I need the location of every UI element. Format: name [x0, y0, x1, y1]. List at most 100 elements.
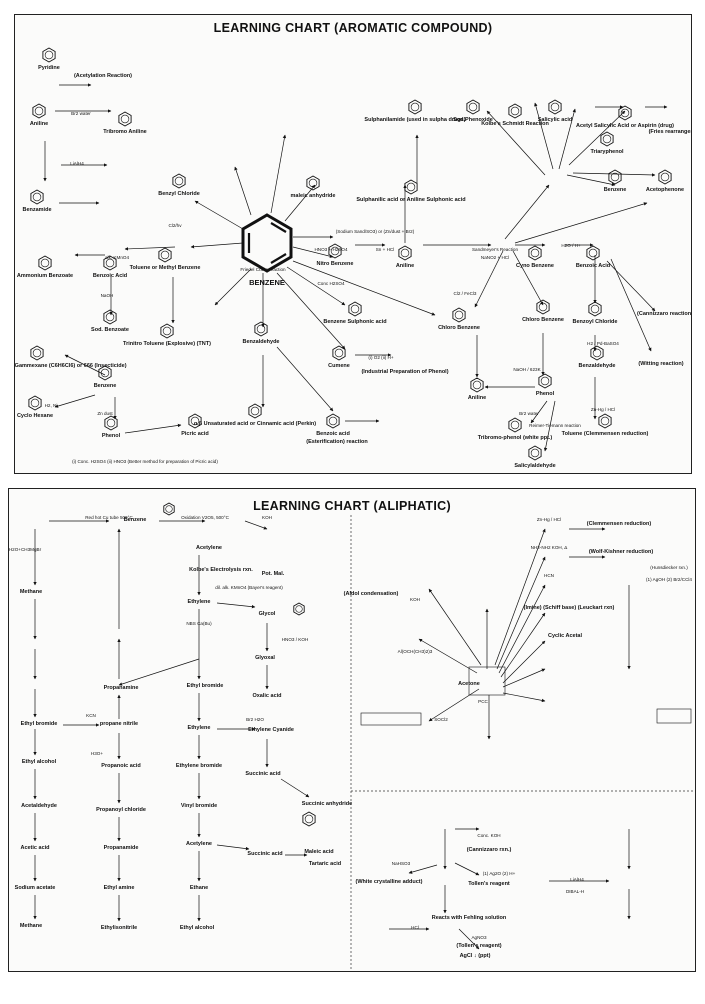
aromatic-ring-42 [466, 99, 480, 115]
aromatic-compound-label-28: Cyno Benzene [516, 263, 554, 269]
aromatic-ring-10 [160, 323, 174, 339]
aromatic-ring-43 [508, 103, 522, 119]
aromatic-compound-label-45: Benzene [604, 187, 627, 193]
aliphatic-reagent-label-20: LiAlH4 [570, 877, 584, 882]
aliphatic-reagent-label-11: NH2-NH2 KOH, Δ [531, 545, 568, 550]
aromatic-ring-7 [158, 247, 172, 263]
aliphatic-succinic-anhydride-ring [302, 811, 316, 827]
aromatic-ring-21 [328, 243, 342, 259]
aromatic-ring-38 [528, 445, 542, 461]
aromatic-ring-5-inner [105, 258, 115, 268]
aliphatic-chart-title: LEARNING CHART (ALIPHATIC) [9, 499, 695, 513]
aliphatic-compound-label-41: (Cannizzaro rxn.) [467, 847, 512, 853]
aromatic-compound-label-35: Aniline [468, 395, 486, 401]
aromatic-ring-22 [348, 301, 362, 317]
aromatic-ring-8-inner [105, 312, 115, 322]
aliphatic-compound-label-19: Acetaldehyde [21, 803, 57, 809]
aliphatic-reagent-label-24: (1) AgOH (2) Br2/CCl4 [646, 577, 692, 582]
aromatic-ring-37 [598, 413, 612, 429]
aromatic-compound-label-11: Benzene [94, 383, 117, 389]
aromatic-compound-label-20: maleic anhydride [291, 193, 336, 199]
aromatic-ring-34-inner [540, 376, 550, 386]
aromatic-compound-label-34: Phenol [536, 391, 555, 397]
aliphatic-compound-label-31: Ethane [190, 885, 208, 891]
aromatic-reaction-scheme: BENZENE [15, 47, 691, 469]
aliphatic-compound-label-3: Pot. Mal. [262, 571, 285, 577]
aromatic-ring-36-inner [510, 420, 520, 430]
aromatic-ring-28 [528, 245, 542, 261]
aliphatic-compound-label-6: Glycol [259, 611, 276, 617]
aromatic-ring-6-inner [40, 258, 50, 268]
aromatic-ring-26 [404, 179, 418, 195]
aliphatic-reagent-label-0: Oxidation V2O5, 500°C [181, 515, 229, 520]
aromatic-reagent-label-5: LiAlH4 [70, 161, 84, 166]
aromatic-compound-label-8: Sod. Benzoate [91, 327, 129, 333]
aliphatic-compound-label-46: (White crystalline adduct) [356, 879, 423, 885]
aromatic-compound-label-17: Benzoic acid [316, 431, 350, 437]
aliphatic-compound-label-30: Ethyl amine [104, 885, 135, 891]
aromatic-ring-40 [618, 105, 632, 121]
aromatic-ring-15 [254, 321, 268, 337]
aliphatic-compound-label-5: Ethylene [188, 599, 211, 605]
aromatic-ring-36 [508, 417, 522, 433]
aromatic-compound-label-24: (Industrial Preparation of Phenol) [361, 369, 448, 375]
aliphatic-compound-label-10: Propanamine [104, 685, 139, 691]
aliphatic-compound-label-36: (Clemmensen reduction) [587, 521, 652, 527]
aliphatic-compound-label-21: Vinyl bromide [181, 803, 217, 809]
aliphatic-compound-label-12: propane nitrile [100, 721, 138, 727]
aromatic-compound-label-42: Sod.Phenoxide [453, 117, 493, 123]
aromatic-ring-27-inner [400, 248, 410, 258]
aromatic-compound-label-33: Benzaldehyde [579, 363, 616, 369]
aromatic-ring-44-inner [602, 134, 612, 144]
aromatic-ring-23-inner [334, 348, 344, 358]
aromatic-ring-33-inner [592, 348, 602, 358]
aliphatic-compound-label-29: Sodium acetate [15, 885, 56, 891]
aromatic-reagent-label-18: NaOH / 623K [513, 367, 541, 372]
aromatic-compound-label-26: Sulphanilic acid or Aniline Sulphonic ac… [356, 197, 465, 203]
aromatic-compound-label-13: Phenol [102, 433, 121, 439]
aromatic-ring-11-inner [100, 368, 110, 378]
aromatic-compound-label-25: Sulphanilamide (used in sulpha drugs) [364, 117, 465, 123]
aromatic-ring-46-inner [660, 172, 670, 182]
aromatic-ring-32 [588, 301, 602, 317]
aliphatic-compound-label-2: Kolbe's Electrolysis rxn. [189, 567, 253, 573]
aromatic-compound-label-12: Cyclo Hexane [17, 413, 53, 419]
aliphatic-compound-label-40: Cyclic Acetal [548, 633, 583, 639]
aliphatic-compound-label-33: Ethylisonitrile [101, 925, 137, 931]
aromatic-ring-21-inner [330, 246, 340, 256]
aromatic-ring-26-inner [406, 182, 416, 192]
aliphatic-compound-label-16: Propanoic acid [101, 763, 140, 769]
aliphatic-compound-label-17: Ethylene bromide [176, 763, 222, 769]
aliphatic-reagent-label-2: Red hot Cu tube 500°C [85, 515, 133, 520]
aromatic-compound-label-40: Acetyl Salicylic Acid or Aspirin (drug) [576, 123, 674, 129]
aromatic-reagent-label-22: Reimer-Tiemann reaction [529, 423, 581, 428]
aromatic-compound-label-22: Benzene Sulphonic acid [323, 319, 386, 325]
aromatic-ring-34 [538, 373, 552, 389]
aliphatic-compound-label-9: Ethyl bromide [187, 683, 224, 689]
aromatic-reagent-label-17: H2O / H+ [561, 243, 581, 248]
aromatic-ring-13-inner [106, 418, 116, 428]
aliphatic-reagent-label-9: H3O+ [91, 751, 103, 756]
aliphatic-reagent-label-8: KCN [86, 713, 96, 718]
aromatic-compound-label-48: (Witting reaction) [638, 361, 683, 367]
aromatic-compound-label-2: Aniline [30, 121, 48, 127]
aliphatic-reagent-label-4: dil. alk. KMnO4 (Bayer's reagent) [215, 585, 283, 590]
aliphatic-reagent-label-10: Zn-Hg / HCl [537, 517, 561, 522]
aromatic-small-rings [28, 47, 672, 461]
aliphatic-epoxide-ring-inner [295, 605, 303, 613]
aliphatic-compound-label-26: Succinic acid [247, 851, 282, 857]
aromatic-ring-46 [658, 169, 672, 185]
aromatic-reagent-label-19: Br2 water [519, 411, 539, 416]
aromatic-compound-label-10: Trinitro Toluene (Explosive) (TNT) [123, 341, 211, 347]
aliphatic-reagent-label-23: AgNO3 [471, 935, 487, 940]
aromatic-compound-label-39: Salicylic acid [538, 117, 573, 123]
aromatic-ring-23 [332, 345, 346, 361]
aliphatic-reagent-label-12: HCN [544, 573, 554, 578]
aromatic-ring-29-inner [588, 248, 598, 258]
aromatic-compound-label-19: Benzyl Chloride [158, 191, 200, 197]
aromatic-ring-9 [30, 345, 44, 361]
aliphatic-reagent-label-3: H2O+CH3MgBr [9, 547, 42, 552]
aromatic-compound-label-29: Benzoic Acid [576, 263, 610, 269]
